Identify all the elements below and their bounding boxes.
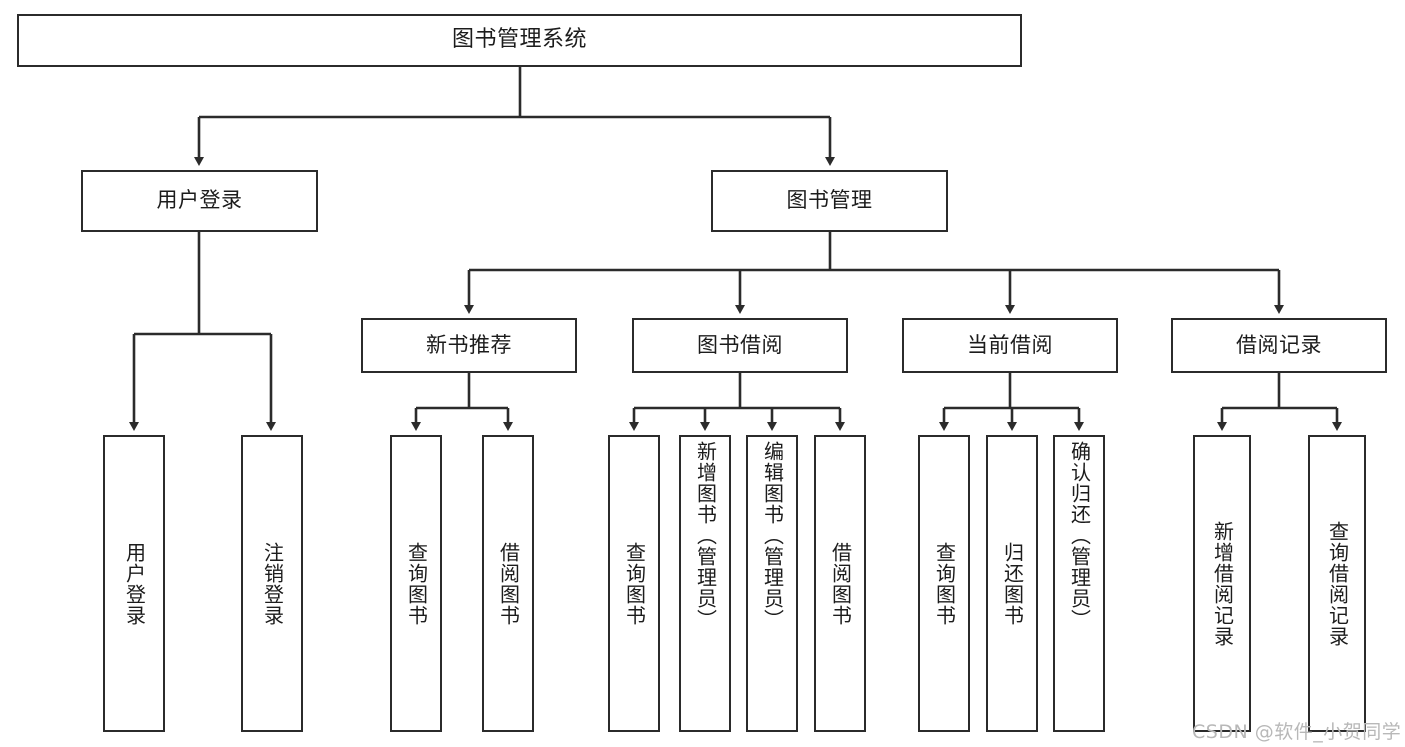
leaf-borrow-book-label: 借阅图书 <box>828 541 853 626</box>
node-book-borrow[interactable]: 图书借阅 <box>632 318 848 373</box>
leaf-logout[interactable]: 注销登录 <box>241 435 303 732</box>
leaf-return-book[interactable]: 归还图书 <box>986 435 1038 732</box>
leaf-edit-book-admin[interactable]: 编辑图书（管理员） <box>746 435 798 732</box>
leaf-add-borrow-record[interactable]: 新增借阅记录 <box>1193 435 1251 732</box>
node-root-label: 图书管理系统 <box>451 27 587 53</box>
leaf-query-book-borrow[interactable]: 查询图书 <box>608 435 660 732</box>
node-borrow-record-label: 借阅记录 <box>1236 332 1322 357</box>
node-current-borrow-label: 当前借阅 <box>967 332 1053 357</box>
leaf-add-book-admin-label: 新增图书（管理员） <box>693 441 718 630</box>
node-user-login-label: 用户登录 <box>156 188 243 213</box>
leaf-edit-book-admin-label: 编辑图书（管理员） <box>760 441 785 630</box>
leaf-query-borrow-record-label: 查询借阅记录 <box>1325 520 1350 647</box>
leaf-logout-label: 注销登录 <box>260 541 285 626</box>
leaf-query-borrow-record[interactable]: 查询借阅记录 <box>1308 435 1366 732</box>
leaf-borrow-book-recommend-label: 借阅图书 <box>496 541 521 626</box>
leaf-user-login-label: 用户登录 <box>122 541 147 626</box>
leaf-add-book-admin[interactable]: 新增图书（管理员） <box>679 435 731 732</box>
node-new-book-recommend[interactable]: 新书推荐 <box>361 318 577 373</box>
node-current-borrow[interactable]: 当前借阅 <box>902 318 1118 373</box>
node-book-borrow-label: 图书借阅 <box>697 332 783 357</box>
leaf-query-book-borrow-label: 查询图书 <box>622 541 647 626</box>
leaf-borrow-book-recommend[interactable]: 借阅图书 <box>482 435 534 732</box>
leaf-user-login[interactable]: 用户登录 <box>103 435 165 732</box>
leaf-query-book-recommend-label: 查询图书 <box>404 541 429 626</box>
node-user-login[interactable]: 用户登录 <box>81 170 318 232</box>
leaf-query-book-recommend[interactable]: 查询图书 <box>390 435 442 732</box>
node-book-management[interactable]: 图书管理 <box>711 170 948 232</box>
node-book-management-label: 图书管理 <box>786 188 873 213</box>
leaf-confirm-return-admin-label: 确认归还（管理员） <box>1067 441 1092 630</box>
node-borrow-record[interactable]: 借阅记录 <box>1171 318 1387 373</box>
leaf-query-book-current[interactable]: 查询图书 <box>918 435 970 732</box>
leaf-add-borrow-record-label: 新增借阅记录 <box>1210 520 1235 647</box>
leaf-borrow-book[interactable]: 借阅图书 <box>814 435 866 732</box>
leaf-return-book-label: 归还图书 <box>1000 541 1025 626</box>
leaf-confirm-return-admin[interactable]: 确认归还（管理员） <box>1053 435 1105 732</box>
node-root[interactable]: 图书管理系统 <box>17 14 1022 67</box>
csdn-watermark: CSDN @软件_小贺同学 <box>1192 721 1402 743</box>
node-new-book-recommend-label: 新书推荐 <box>426 332 512 357</box>
leaf-query-book-current-label: 查询图书 <box>932 541 957 626</box>
